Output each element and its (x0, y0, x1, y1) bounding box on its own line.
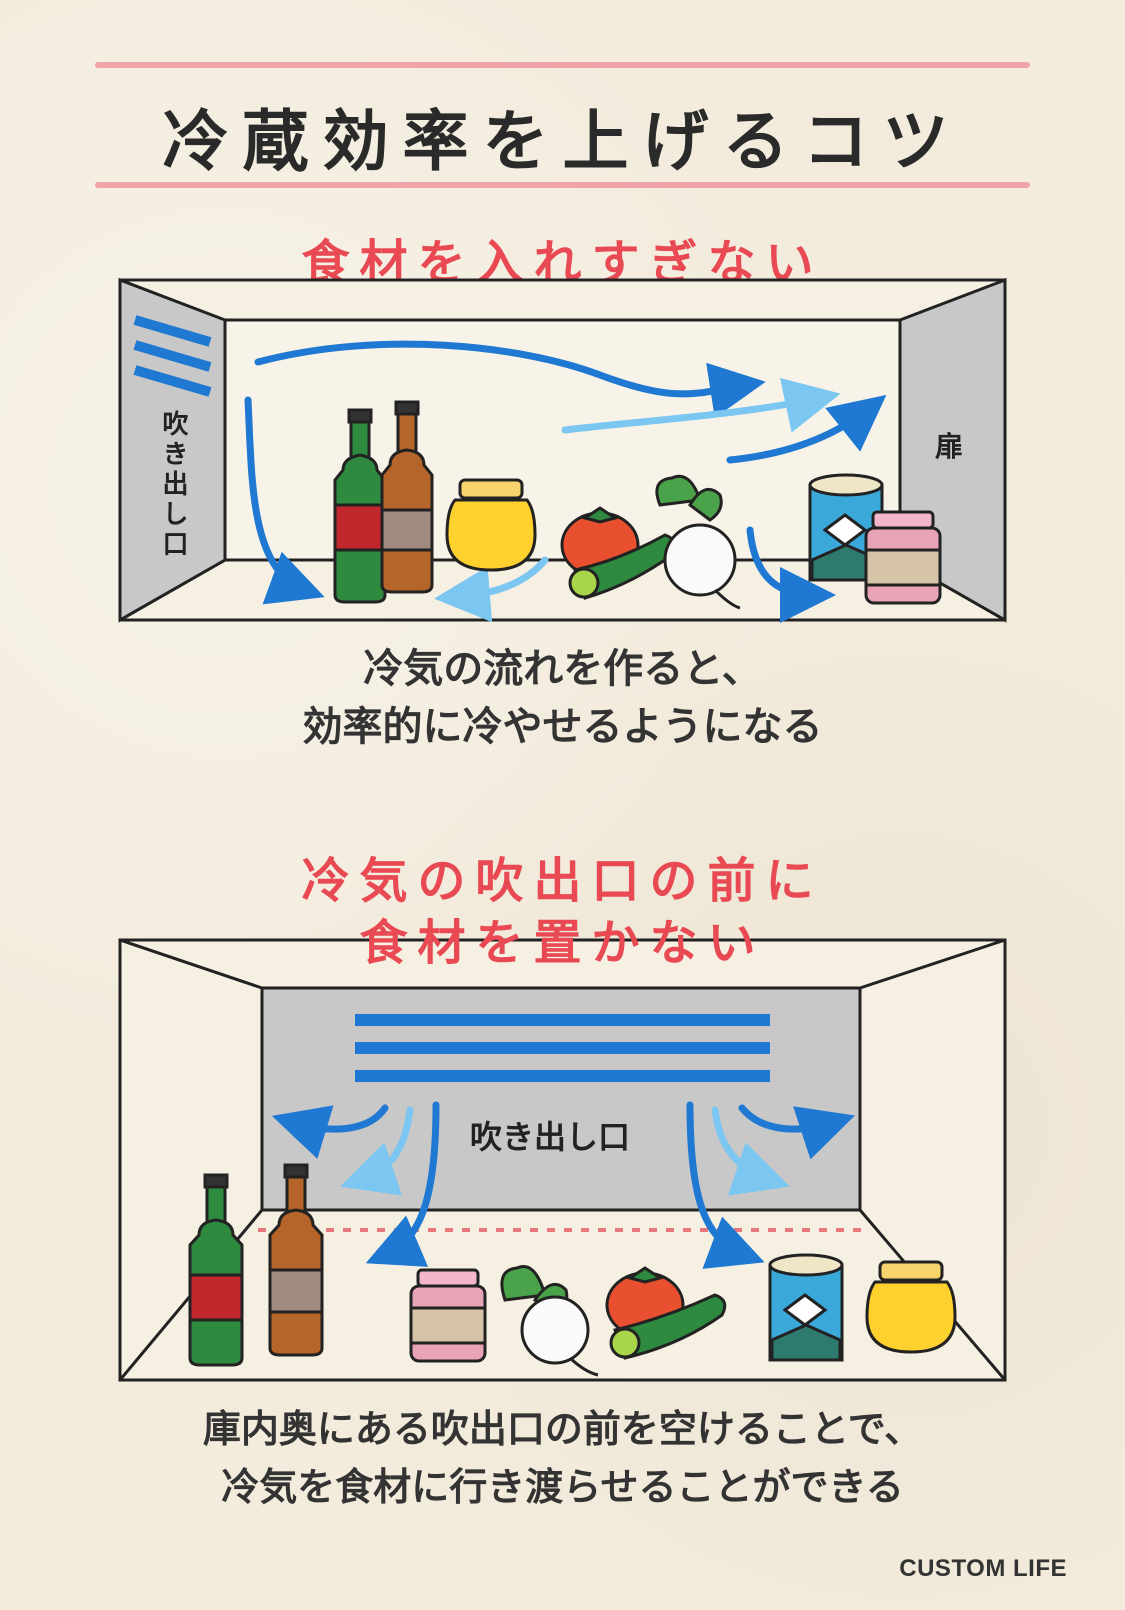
section2-heading-1: 冷気の吹出口の前に (301, 853, 824, 909)
brand-logo: CUSTOM LIFE (899, 1555, 1067, 1582)
pink-jar-icon (864, 510, 942, 605)
section2-caption-2: 冷気を食材に行き渡らせることができる (221, 1465, 904, 1509)
section2-heading-2: 食材を置かない (359, 915, 766, 971)
airflow-arrows-1 (244, 340, 887, 623)
section2-caption-1: 庫内奥にある吹出口の前を空けることで、 (202, 1407, 923, 1451)
honey-jar-icon-2 (865, 1260, 957, 1354)
section1-caption-1: 冷気の流れを作ると、 (363, 646, 762, 692)
section1-caption-2: 効率的に冷やせるようになる (302, 704, 823, 750)
can-icon-2 (768, 1253, 844, 1362)
vent-lines-icon-2 (355, 1014, 770, 1082)
green-bottle-icon (333, 408, 387, 604)
brown-bottle-icon-2 (268, 1163, 324, 1357)
vent-label-1: 吹き出し口 (158, 410, 188, 560)
honey-jar-icon (445, 478, 537, 572)
cucumber-icon-2 (609, 1293, 727, 1360)
title-top-rule (95, 62, 1030, 68)
turnip-icon-2 (500, 1265, 599, 1377)
airflow-arrows-2 (271, 1101, 855, 1269)
brown-bottle-icon (380, 400, 434, 594)
turnip-icon (655, 474, 741, 610)
pink-jar-icon-2 (409, 1268, 487, 1363)
door-label: 扉 (935, 430, 964, 463)
green-bottle-icon-2 (188, 1173, 244, 1367)
page-title: 冷蔵効率を上げるコツ (162, 103, 963, 180)
title-bottom-rule (95, 182, 1030, 188)
vent-label-2: 吹き出し口 (470, 1118, 631, 1156)
vent-lines-icon (133, 315, 212, 397)
